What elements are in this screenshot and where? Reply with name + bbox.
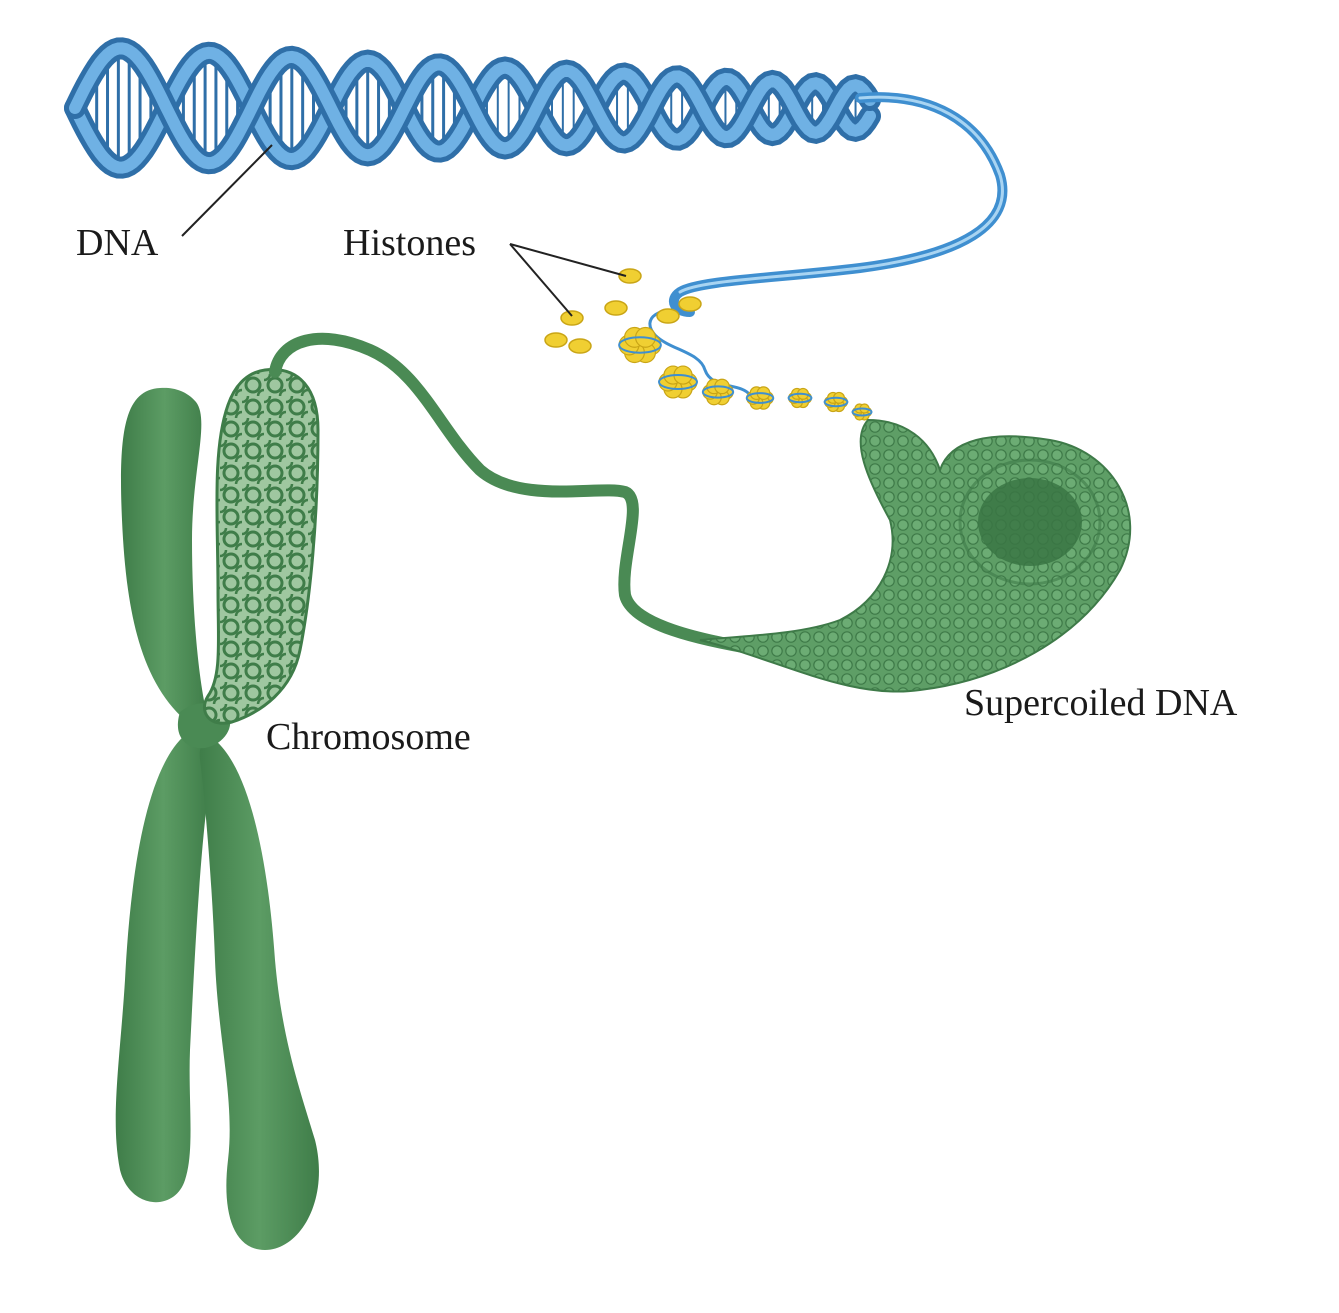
histone-bead (568, 338, 592, 354)
nucleosome (658, 365, 698, 399)
nucleosome (787, 387, 813, 409)
histones-leader-line-b (509, 243, 573, 317)
chromatin-fiber (269, 332, 766, 656)
dna-helix-icon (64, 37, 881, 179)
chromosome-icon (115, 368, 320, 1250)
supercoiled-dna-label: Supercoiled DNA (964, 682, 1238, 724)
histone-bead (618, 268, 642, 284)
histone-bead (678, 296, 702, 312)
nucleosome (823, 391, 849, 413)
histones-leader-line-a (509, 243, 627, 277)
dna-tail (648, 92, 1008, 397)
nucleosome (701, 378, 735, 406)
nucleosome-string (618, 326, 873, 421)
dna-strand-b-highlight (69, 42, 876, 170)
histone-bead (560, 310, 584, 326)
leader-lines (181, 144, 627, 317)
dna-label: DNA (76, 222, 159, 264)
histones-label: Histones (343, 222, 476, 264)
nucleosome (618, 326, 662, 364)
histone-bead (544, 332, 568, 348)
supercoil-icon (699, 418, 1132, 693)
histone-bead (656, 308, 680, 324)
chromosome-label: Chromosome (266, 716, 471, 758)
histone-beads (544, 268, 702, 354)
nucleosome (745, 386, 775, 410)
dna-leader-line (181, 144, 273, 237)
histone-bead (604, 300, 628, 316)
nucleosome (851, 403, 873, 421)
